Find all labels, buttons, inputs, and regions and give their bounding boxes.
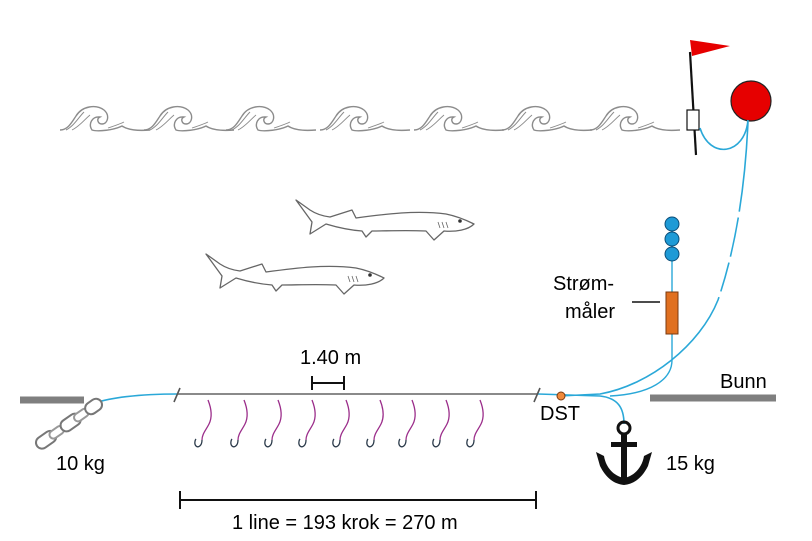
shark-icon bbox=[205, 253, 385, 295]
float bbox=[664, 231, 680, 247]
current-meter-label-2: måler bbox=[565, 301, 615, 323]
hook-icon bbox=[398, 399, 416, 448]
wave-icon bbox=[225, 105, 317, 132]
wave-icon bbox=[413, 105, 505, 132]
shark-icon bbox=[295, 199, 475, 241]
hooks bbox=[194, 399, 484, 448]
flag-icon bbox=[690, 40, 730, 56]
surface-waves bbox=[59, 105, 681, 132]
anchor-rope bbox=[599, 395, 625, 425]
hook-icon bbox=[466, 399, 484, 448]
float bbox=[664, 216, 680, 232]
anchor-icon bbox=[596, 420, 652, 485]
current-meter bbox=[665, 291, 679, 335]
hook-icon bbox=[366, 399, 384, 448]
current-meter-riser bbox=[609, 216, 680, 397]
right-rope bbox=[537, 393, 601, 397]
chain-icon bbox=[34, 397, 104, 450]
line-length-label: 1 line = 193 krok = 270 m bbox=[232, 512, 458, 534]
buoy-link-rope bbox=[699, 119, 749, 151]
spacing-marker bbox=[311, 376, 345, 390]
current-meter-label-1: Strøm- bbox=[553, 273, 614, 295]
weight-right-label: 15 kg bbox=[666, 453, 715, 475]
hook-icon bbox=[230, 399, 248, 448]
wave-icon bbox=[589, 105, 681, 132]
wave-icon bbox=[501, 105, 593, 132]
hook-icon bbox=[194, 399, 212, 448]
hook-icon bbox=[432, 399, 450, 448]
spacing-label: 1.40 m bbox=[300, 347, 361, 369]
wave-icon bbox=[59, 105, 151, 132]
buoy-icon bbox=[730, 80, 772, 122]
hook-icon bbox=[264, 399, 282, 448]
wave-icon bbox=[143, 105, 235, 132]
marker-flag bbox=[686, 40, 730, 156]
weight-left-label: 10 kg bbox=[56, 453, 105, 475]
dst-label: DST bbox=[540, 403, 580, 425]
dst-logger bbox=[556, 391, 566, 401]
line-length-marker bbox=[179, 491, 537, 509]
hook-icon bbox=[332, 399, 350, 448]
seabed-label: Bunn bbox=[720, 371, 767, 393]
hook-icon bbox=[298, 399, 316, 448]
float bbox=[664, 246, 680, 262]
buoy-rope bbox=[559, 121, 749, 397]
wave-icon bbox=[319, 105, 411, 132]
sharks bbox=[205, 199, 475, 295]
